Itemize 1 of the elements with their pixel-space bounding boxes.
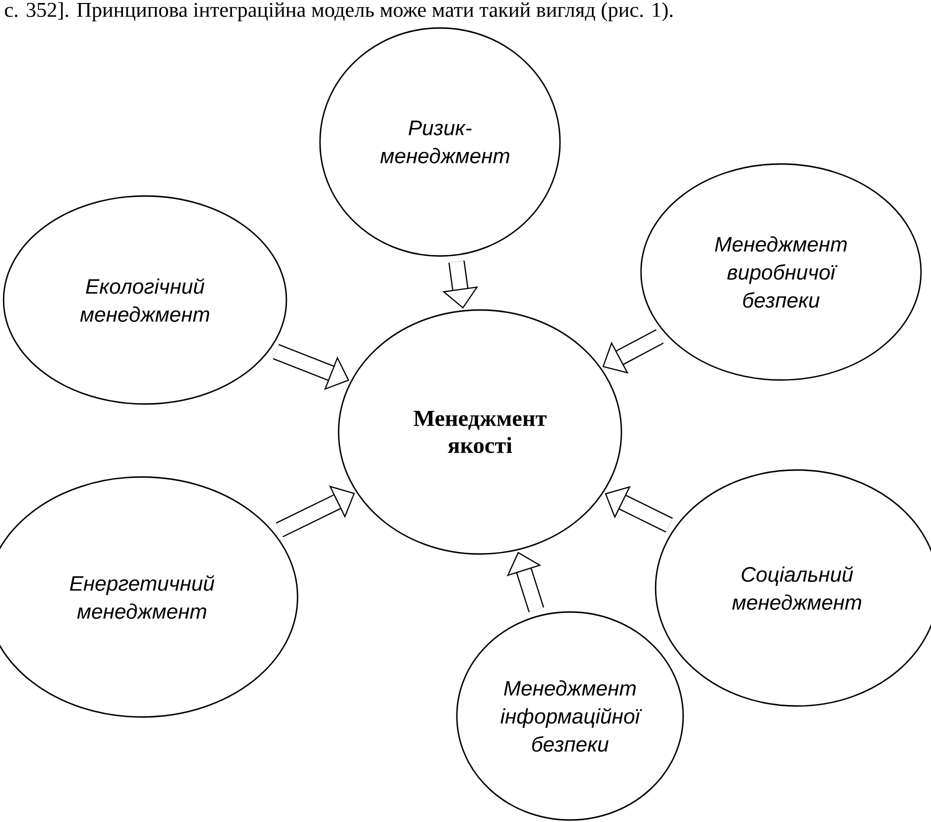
block-arrow [276, 486, 355, 538]
